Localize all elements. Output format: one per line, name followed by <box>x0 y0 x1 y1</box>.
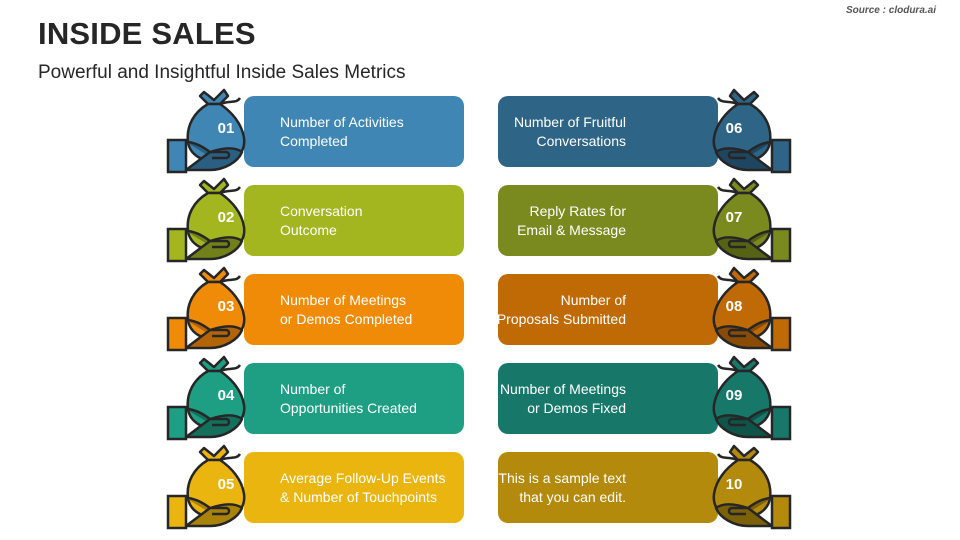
metric-label-line: Outcome <box>280 221 337 238</box>
metric-label-line: Proposals Submitted <box>496 310 626 327</box>
metric-label-line: This is a sample text <box>498 469 626 486</box>
metric-label-line: Number of <box>280 380 346 397</box>
page-subtitle: Powerful and Insightful Inside Sales Met… <box>38 62 406 83</box>
source-credit: Source : clodura.ai <box>845 5 936 16</box>
money-bag-hand-icon <box>698 175 794 267</box>
metric-label-box: This is a sample text that you can edit. <box>498 452 718 523</box>
metric-label-box: Number of Meetings or Demos Fixed <box>498 363 718 434</box>
metric-label-line: Average Follow-Up Events <box>280 469 446 486</box>
metric-label-line: Conversation <box>280 202 363 219</box>
metric-number: 01 <box>217 120 235 137</box>
metric-number: 05 <box>217 476 235 493</box>
money-bag-hand-icon <box>698 353 794 445</box>
metric-label-line: or Demos Fixed <box>527 399 626 416</box>
metric-number: 09 <box>725 387 743 404</box>
metric-number: 02 <box>217 209 235 226</box>
money-bag-hand-icon <box>164 264 260 356</box>
metric-card-04: Number of Opportunities Created 04 <box>164 355 476 441</box>
metric-label-line: Number of Fruitful <box>513 113 626 130</box>
metric-card-05: Average Follow-Up Events & Number of Touc… <box>164 444 476 530</box>
metric-label-line: Conversations <box>536 132 627 149</box>
metric-number: 03 <box>217 298 235 315</box>
page-title: INSIDE SALES <box>38 16 256 51</box>
money-bag-hand-icon <box>698 442 794 534</box>
metric-card-08: Number of Proposals Submitted 08 <box>496 266 810 352</box>
money-bag-hand-icon <box>164 175 260 267</box>
metric-label-box: Number of Opportunities Created <box>244 363 464 434</box>
metric-label-line: that you can edit. <box>519 488 626 505</box>
metric-label-box: Number of Proposals Submitted <box>496 274 718 345</box>
metric-number: 06 <box>725 120 743 137</box>
metric-number: 10 <box>725 476 743 493</box>
metric-label-box: Average Follow-Up Events & Number of Touc… <box>244 452 464 523</box>
metric-label-line: Number of Meetings <box>280 291 407 308</box>
metric-label-line: Opportunities Created <box>280 399 417 416</box>
metric-label-line: Number of Meetings <box>499 380 626 397</box>
money-bag-hand-icon <box>164 86 260 178</box>
metric-label-line: Completed <box>280 132 348 149</box>
money-bag-hand-icon <box>698 264 794 356</box>
money-bag-hand-icon <box>164 442 260 534</box>
metric-label-line: Email & Message <box>517 221 626 238</box>
metric-card-09: Number of Meetings or Demos Fixed 09 <box>498 355 810 441</box>
money-bag-hand-icon <box>164 353 260 445</box>
money-bag-hand-icon <box>698 86 794 178</box>
metric-label-line: Number of Activities <box>280 113 404 130</box>
metric-number: 07 <box>725 209 743 226</box>
metric-number: 08 <box>725 298 743 315</box>
metric-label-box: Number of Meetings or Demos Completed <box>244 274 464 345</box>
metric-label-line: Reply Rates for <box>529 202 626 219</box>
metric-label-line: or Demos Completed <box>280 310 413 327</box>
metric-number: 04 <box>217 387 235 404</box>
metric-label-line: & Number of Touchpoints <box>280 488 437 505</box>
metric-card-03: Number of Meetings or Demos Completed 03 <box>164 266 476 352</box>
metric-label-line: Number of <box>560 291 626 308</box>
